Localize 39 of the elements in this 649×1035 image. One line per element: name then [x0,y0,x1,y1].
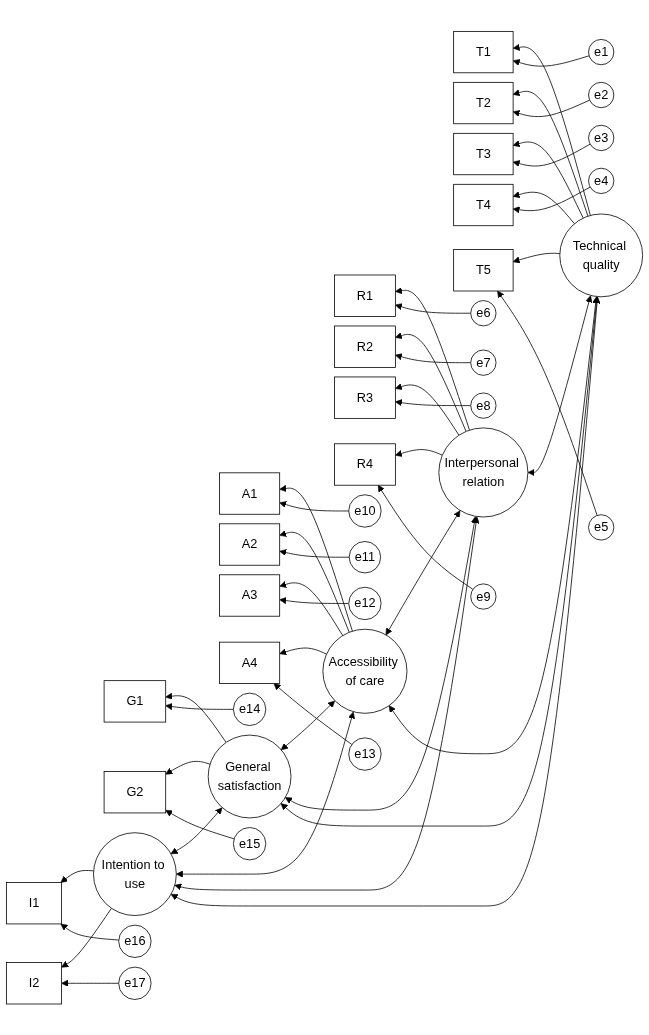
node-circle: e1 [588,38,615,65]
node-circle: e14 [233,692,267,726]
node-box: I1 [5,881,62,925]
node-box: A3 [219,574,281,617]
node-circle: Technical quality [559,213,643,297]
node-circle: e7 [470,349,497,376]
node-circle: Intention to use [93,832,177,916]
node-circle: e16 [118,924,152,958]
node-box: R2 [334,325,396,368]
node-box: R1 [334,274,396,317]
node-circle: Accessibility of care [322,628,408,714]
node-circle: e5 [588,514,615,541]
node-box: A4 [219,641,281,684]
node-circle: e11 [348,540,382,574]
node-circle: e12 [348,586,382,620]
node-box: T4 [453,183,514,226]
node-box: A1 [219,472,281,515]
node-circle: Interpersonal relation [438,427,529,518]
node-box: T1 [453,30,514,73]
node-circle: e15 [233,826,267,861]
node-box: I2 [5,962,62,1005]
node-circle: e3 [588,124,615,151]
node-box: T5 [453,249,514,292]
node-box: A2 [219,523,281,566]
node-circle: e4 [588,167,615,194]
node-circle: e6 [470,299,497,327]
node-box: T2 [453,81,514,124]
node-circle: e13 [348,737,382,771]
node-box: G2 [103,770,167,814]
node-box: T3 [453,132,514,175]
node-box: R4 [334,443,396,486]
node-circle: e10 [348,494,382,528]
node-circle: General satisfaction [207,734,292,819]
node-circle: e9 [470,583,497,610]
node-box: R3 [334,376,396,419]
node-circle: e8 [470,392,497,419]
node-circle: e17 [118,966,152,1000]
node-circle: e2 [588,81,615,108]
node-box: G1 [103,680,167,723]
